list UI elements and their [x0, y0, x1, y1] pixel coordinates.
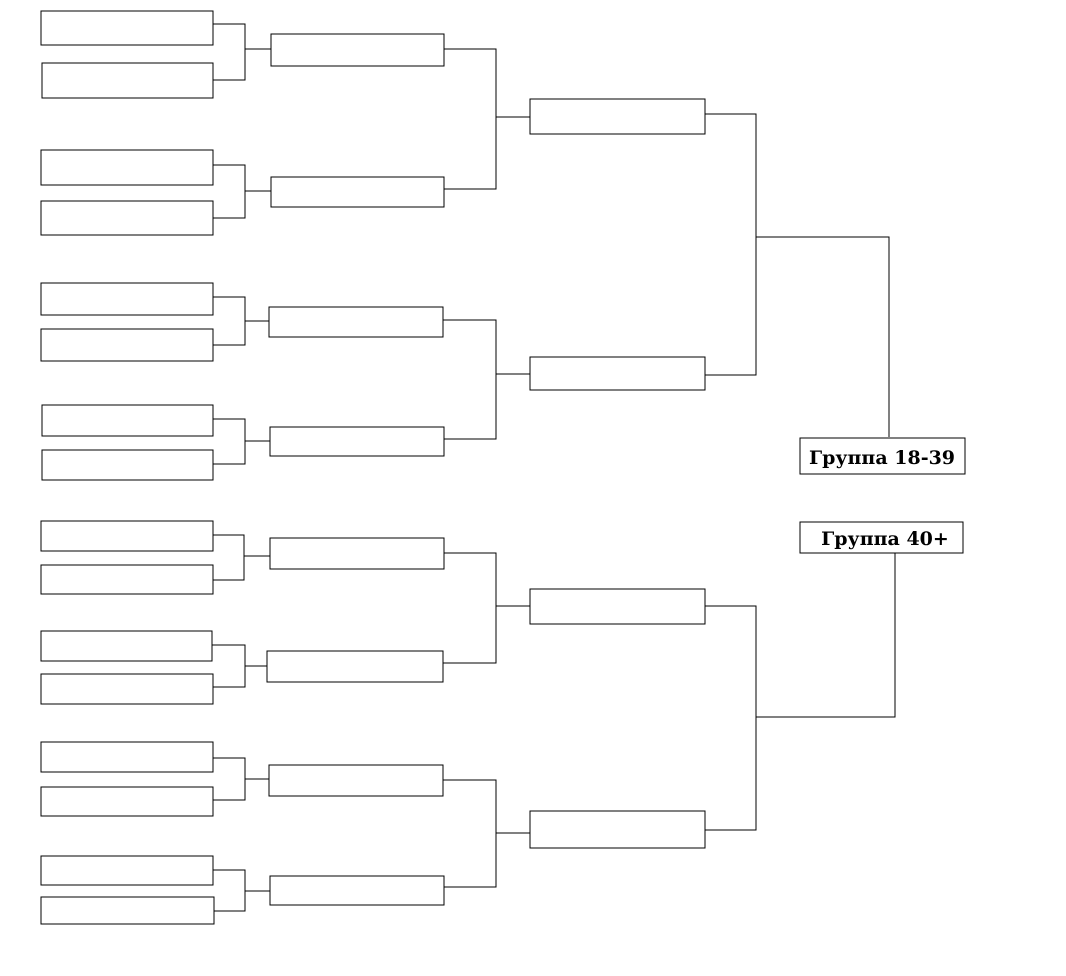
r3-connector-top [705, 113, 890, 437]
r1-slot-9[interactable] [40, 520, 214, 552]
r1-connector-2 [213, 164, 271, 219]
r1-connector-4 [213, 418, 270, 465]
r1-connector-7 [213, 757, 269, 801]
r2-connector-2 [443, 319, 530, 440]
r2-slot-2[interactable] [270, 176, 445, 208]
r1-slot-15[interactable] [40, 855, 214, 886]
r1-slot-1[interactable] [40, 10, 214, 46]
group-label-40-plus: Группа 40+ [821, 528, 949, 550]
r2-connector-3 [443, 552, 530, 664]
group-label-18-39: Группа 18-39 [809, 447, 955, 469]
r3-slot-2[interactable] [529, 356, 706, 391]
r1-connector-6 [212, 644, 267, 688]
r1-slot-2[interactable] [41, 62, 214, 99]
r3-slot-3[interactable] [529, 588, 706, 625]
r1-slot-5[interactable] [40, 282, 214, 316]
r2-connector-4 [443, 779, 530, 888]
r1-slot-3[interactable] [40, 149, 214, 186]
r1-connector-3 [213, 296, 269, 346]
r2-slot-8[interactable] [269, 875, 445, 906]
r1-connector-8 [213, 869, 270, 912]
r1-slot-8[interactable] [41, 449, 214, 481]
group-box-18-39[interactable]: Группа 18-39 [799, 437, 966, 475]
r3-slot-1[interactable] [529, 98, 706, 135]
r1-connector-1 [213, 23, 271, 81]
r1-slot-10[interactable] [40, 564, 214, 595]
r1-slot-12[interactable] [40, 673, 214, 705]
r2-slot-5[interactable] [269, 537, 445, 570]
r2-connector-1 [444, 48, 530, 190]
group-box-40-plus[interactable]: Группа 40+ [799, 521, 964, 554]
r2-slot-7[interactable] [268, 764, 444, 797]
r1-slot-13[interactable] [40, 741, 214, 773]
r2-slot-4[interactable] [269, 426, 445, 457]
r1-connector-5 [213, 534, 270, 581]
r1-slot-16[interactable] [40, 896, 215, 925]
r1-slot-4[interactable] [40, 200, 214, 236]
r1-slot-6[interactable] [40, 328, 214, 362]
r1-slot-11[interactable] [40, 630, 213, 662]
r1-slot-14[interactable] [40, 786, 214, 817]
r1-slot-7[interactable] [41, 404, 214, 437]
r3-slot-4[interactable] [529, 810, 706, 849]
r2-slot-3[interactable] [268, 306, 444, 338]
r3-connector-bottom [705, 552, 896, 831]
r2-slot-1[interactable] [270, 33, 445, 67]
r2-slot-6[interactable] [266, 650, 444, 683]
